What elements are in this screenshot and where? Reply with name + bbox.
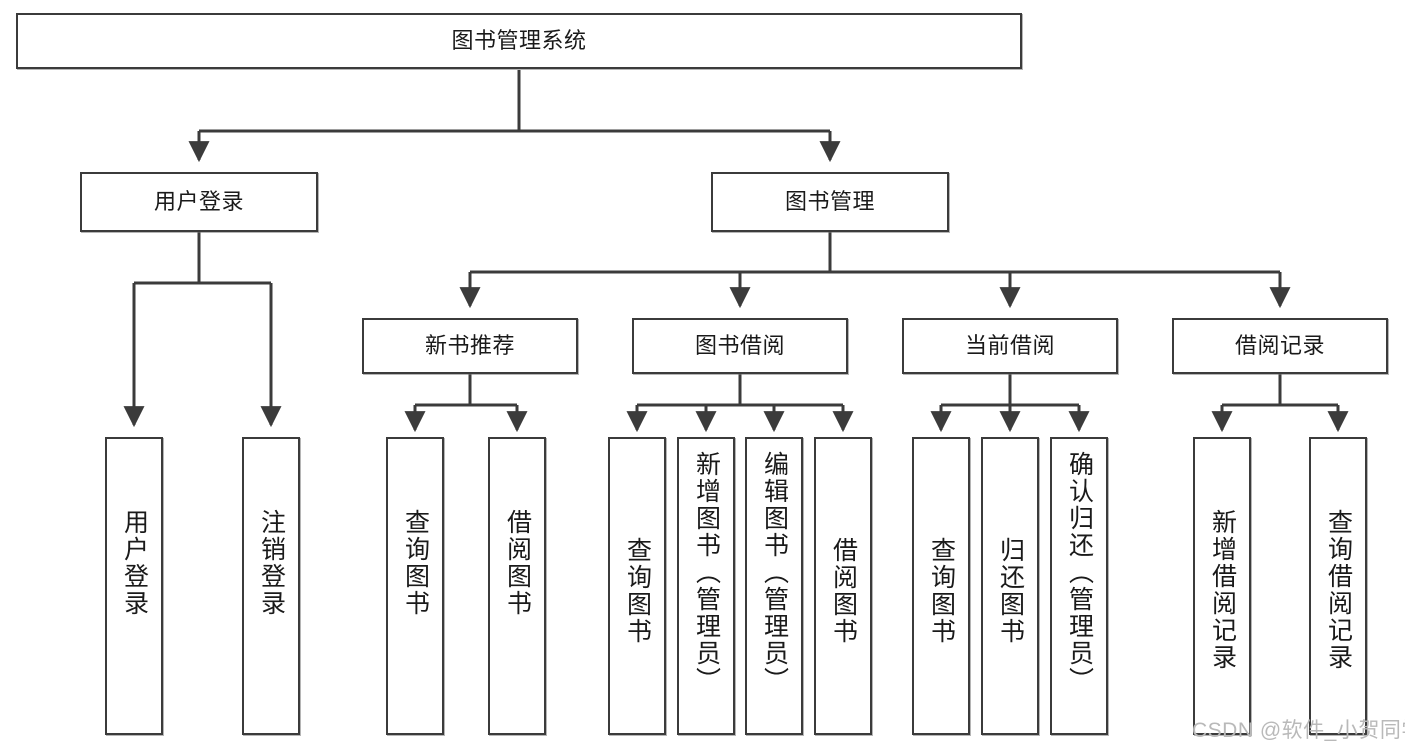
leaf-add-book-admin[interactable]: 新增图书（管理员） bbox=[677, 437, 735, 735]
node-label: 归还图书 bbox=[996, 537, 1025, 645]
node-label: 查询图书 bbox=[927, 537, 956, 645]
leaf-borrow-books-borrow[interactable]: 借阅图书 bbox=[814, 437, 872, 735]
node-label: 新书推荐 bbox=[424, 332, 515, 358]
leaf-query-borrow-record[interactable]: 查询借阅记录 bbox=[1309, 437, 1367, 735]
leaf-return-books[interactable]: 归还图书 bbox=[981, 437, 1039, 735]
leaf-confirm-return-admin[interactable]: 确认归还（管理员） bbox=[1050, 437, 1108, 735]
node-label: 编辑图书（管理员） bbox=[760, 451, 789, 694]
leaf-edit-book-admin[interactable]: 编辑图书（管理员） bbox=[745, 437, 803, 735]
node-book-borrowing[interactable]: 图书借阅 bbox=[632, 318, 848, 374]
node-label: 图书借阅 bbox=[694, 332, 785, 358]
node-label: 借阅图书 bbox=[829, 537, 858, 645]
leaf-borrow-books-recommend[interactable]: 借阅图书 bbox=[488, 437, 546, 735]
node-book-management[interactable]: 图书管理 bbox=[711, 172, 949, 232]
node-label: 新增图书（管理员） bbox=[692, 451, 721, 694]
node-label: 查询借阅记录 bbox=[1324, 509, 1353, 671]
node-label: 查询图书 bbox=[401, 509, 430, 617]
node-label: 注销登录 bbox=[257, 509, 286, 617]
leaf-user-login[interactable]: 用户登录 bbox=[105, 437, 163, 735]
node-label: 当前借阅 bbox=[964, 332, 1055, 358]
node-user-login[interactable]: 用户登录 bbox=[80, 172, 318, 232]
leaf-query-books-recommend[interactable]: 查询图书 bbox=[386, 437, 444, 735]
leaf-logout-login[interactable]: 注销登录 bbox=[242, 437, 300, 735]
leaf-query-books-current[interactable]: 查询图书 bbox=[912, 437, 970, 735]
node-label: 查询图书 bbox=[623, 537, 652, 645]
leaf-query-books-borrow[interactable]: 查询图书 bbox=[608, 437, 666, 735]
node-current-borrowing[interactable]: 当前借阅 bbox=[902, 318, 1118, 374]
csdn-watermark: CSDN @软件_小贺同学 bbox=[1192, 719, 1405, 742]
node-root-book-management-system[interactable]: 图书管理系统 bbox=[16, 13, 1022, 69]
node-label: 借阅记录 bbox=[1234, 332, 1325, 358]
node-new-book-recommendation[interactable]: 新书推荐 bbox=[362, 318, 578, 374]
node-label: 用户登录 bbox=[153, 188, 244, 214]
leaf-add-borrow-record[interactable]: 新增借阅记录 bbox=[1193, 437, 1251, 735]
node-label: 用户登录 bbox=[120, 509, 149, 617]
node-label: 借阅图书 bbox=[503, 509, 532, 617]
node-label: 图书管理 bbox=[784, 188, 875, 214]
node-borrowing-record[interactable]: 借阅记录 bbox=[1172, 318, 1388, 374]
node-label: 图书管理系统 bbox=[451, 27, 587, 53]
node-label: 新增借阅记录 bbox=[1208, 509, 1237, 671]
node-label: 确认归还（管理员） bbox=[1065, 451, 1094, 694]
